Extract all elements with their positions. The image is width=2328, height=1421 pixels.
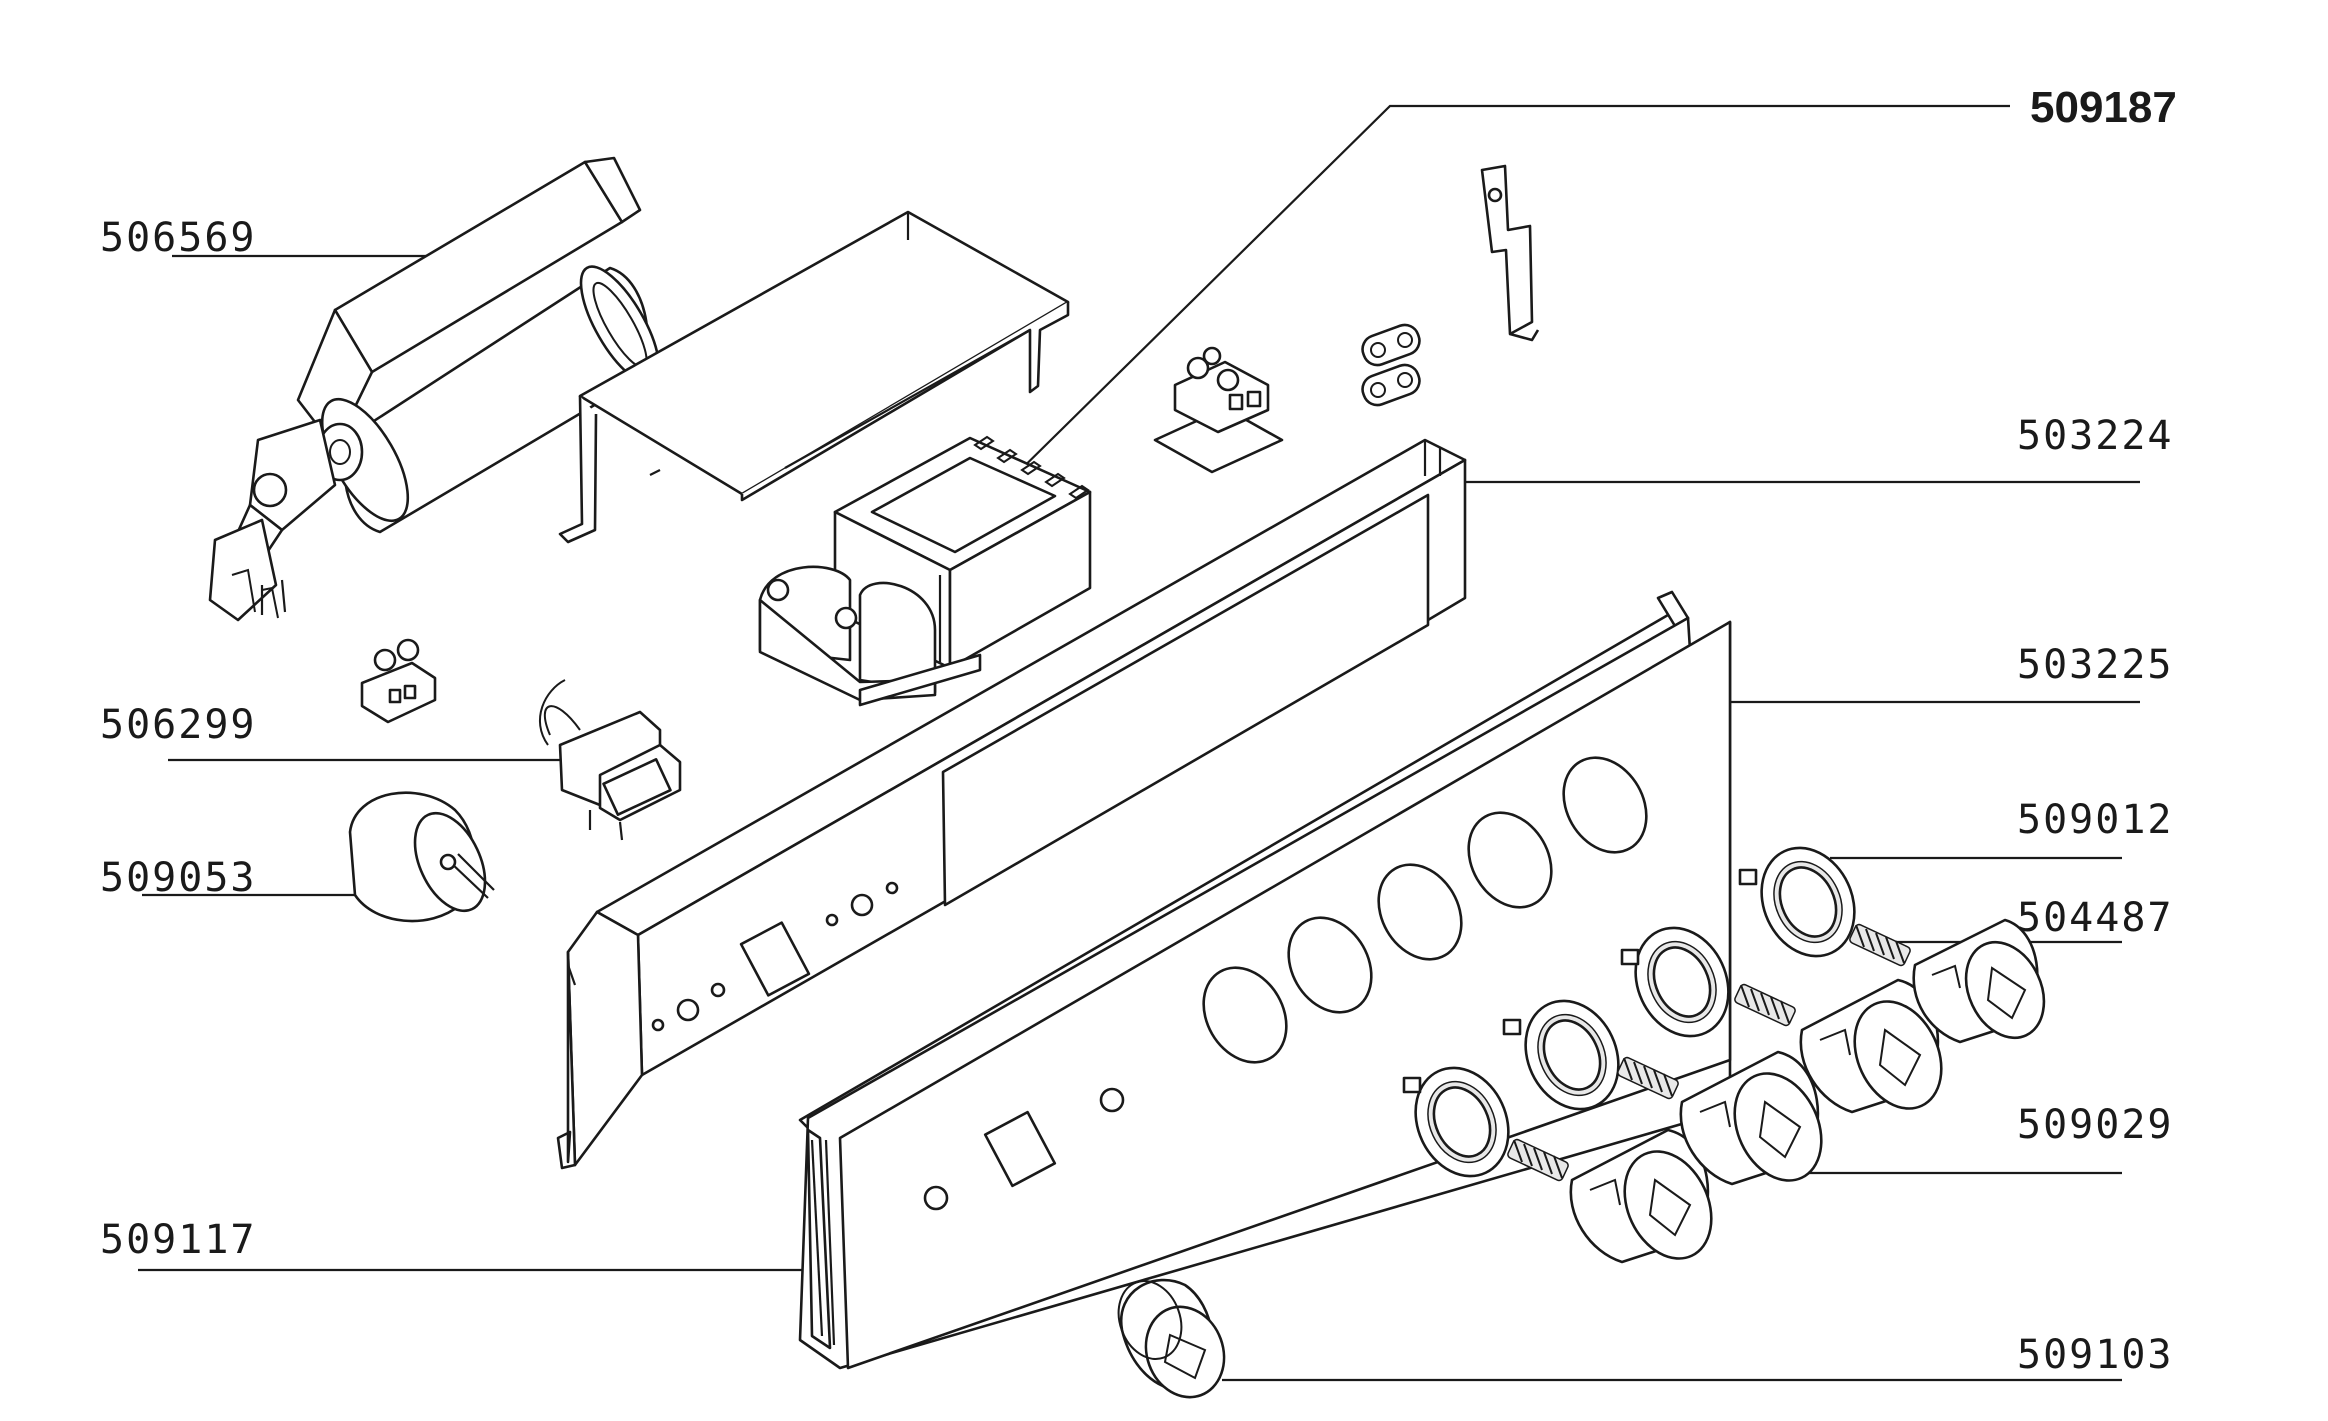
label-504487: 504487: [2017, 895, 2174, 941]
back-panel-503224: [556, 438, 1467, 1170]
fan-motor-assembly: [208, 156, 661, 622]
terminal-block-small: [360, 638, 437, 724]
control-knob-1: [1569, 1128, 1713, 1264]
mounting-bracket: [1480, 164, 1540, 342]
front-panel: [798, 590, 1732, 1370]
timer-knob: [348, 791, 495, 923]
springs: [1507, 923, 1911, 1182]
control-knob-4: [1912, 918, 2046, 1044]
rocker-switch: [538, 679, 682, 841]
selector-knob: [1117, 1278, 1226, 1399]
leader-lines: [138, 104, 2140, 1382]
trim-ring-2: [1502, 999, 1620, 1111]
cover-plate: [558, 210, 1070, 544]
spring-4: [1849, 923, 1911, 967]
leader-509187: [989, 104, 2010, 501]
label-509012: 509012: [2017, 797, 2174, 843]
control-knob-3: [1799, 978, 1943, 1114]
label-503225: 503225: [2017, 642, 2174, 688]
trim-ring-4: [1738, 846, 1856, 958]
label-509187: 509187: [2030, 83, 2177, 132]
label-509029: 509029: [2017, 1102, 2174, 1148]
trim-rings: [1402, 846, 1856, 1178]
label-509117: 509117: [100, 1217, 257, 1263]
spring-1: [1507, 1138, 1569, 1182]
trim-ring-1: [1402, 1066, 1510, 1178]
control-knobs: [1569, 918, 2046, 1264]
trim-ring-3: [1620, 926, 1730, 1038]
spring-2: [1617, 1056, 1679, 1100]
terminal-block-upper: [1153, 346, 1284, 474]
label-509103: 509103: [2017, 1332, 2174, 1378]
control-knob-2: [1679, 1050, 1823, 1186]
label-503224: 503224: [2017, 413, 2174, 459]
label-509053: 509053: [100, 855, 257, 901]
cable-clips: [1361, 323, 1421, 407]
label-506569: 506569: [100, 215, 257, 261]
label-506299: 506299: [100, 702, 257, 748]
spring-3: [1734, 983, 1796, 1027]
transformer: [758, 435, 1092, 707]
